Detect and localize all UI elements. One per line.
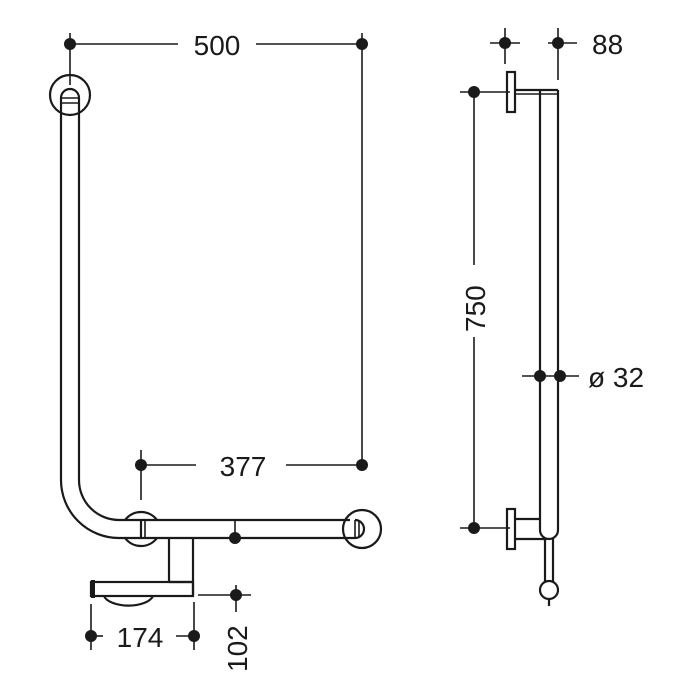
right-rosette [341,508,383,550]
roll-holder-arm [89,580,195,598]
dim-roll-holder-drop: 102 [222,625,253,672]
left-rosette-bottom [124,537,158,548]
top-tube-cap [59,87,81,99]
front-view: 500 377 174 102 [48,30,383,672]
tube-inner [77,98,350,522]
dim-height: 750 [460,285,491,332]
roll-holder-side [538,579,560,601]
left-rosette-top [124,510,158,521]
dim-overall-width: 500 [194,30,241,61]
dim-tube-diameter: ø 32 [588,362,644,393]
bottom-wall-plate [505,507,517,551]
dim-wall-projection: 88 [592,29,623,60]
side-view: 88 750 ø 32 [460,28,644,606]
roll-holder-end [102,595,155,607]
tube-outer [59,98,355,540]
center-marker [229,532,241,544]
dim-bar-length: 377 [220,451,267,482]
dim-roll-holder-length: 174 [117,622,164,653]
